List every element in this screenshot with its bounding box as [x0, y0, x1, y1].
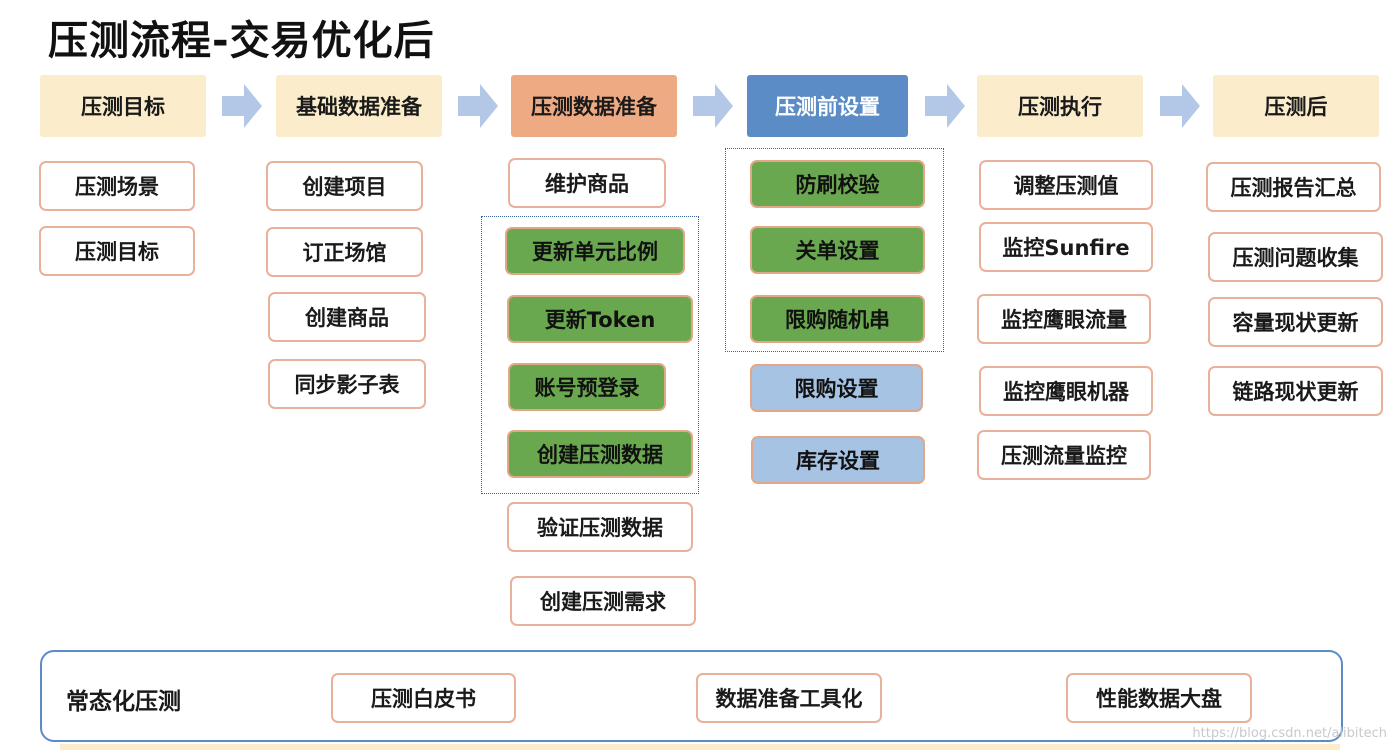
step-box: 监控鹰眼流量 — [977, 294, 1151, 344]
stage-header-after: 压测后 — [1213, 75, 1379, 137]
step-box: 压测流量监控 — [977, 430, 1151, 480]
routine-item-box: 压测白皮书 — [331, 673, 516, 723]
routine-item-box: 性能数据大盘 — [1066, 673, 1252, 723]
routine-item-box: 数据准备工具化 — [696, 673, 882, 723]
step-box: 链路现状更新 — [1208, 366, 1383, 416]
step-box: 压测目标 — [39, 226, 195, 276]
step-box: 监控Sunfire — [979, 222, 1153, 272]
routine-testing-frame — [40, 650, 1343, 742]
step-box: 验证压测数据 — [507, 502, 693, 552]
flow-arrow-icon — [458, 84, 498, 128]
flow-arrow-icon — [693, 84, 733, 128]
routine-testing-label: 常态化压测 — [66, 689, 181, 715]
group-frame-pre-settings — [725, 148, 944, 352]
step-box: 监控鹰眼机器 — [979, 366, 1153, 416]
flow-arrow-icon — [925, 84, 965, 128]
footer-strip — [60, 744, 1340, 750]
step-box-highlight: 关单设置 — [750, 226, 925, 274]
step-box: 创建商品 — [268, 292, 426, 342]
stage-header-test-data: 压测数据准备 — [511, 75, 677, 137]
flow-arrow-icon — [1160, 84, 1200, 128]
step-box-highlight: 创建压测数据 — [507, 430, 693, 478]
group-frame-test-data — [481, 216, 699, 494]
step-box-setting: 库存设置 — [751, 436, 925, 484]
step-box-highlight: 防刷校验 — [750, 160, 925, 208]
stage-header-execution: 压测执行 — [977, 75, 1143, 137]
stage-header-base-data: 基础数据准备 — [276, 75, 442, 137]
stage-header-target: 压测目标 — [40, 75, 206, 137]
stage-header-pre-settings: 压测前设置 — [747, 75, 908, 137]
flow-arrow-icon — [222, 84, 262, 128]
step-box-highlight: 限购随机串 — [750, 295, 925, 343]
step-box: 调整压测值 — [979, 160, 1153, 210]
step-box: 创建项目 — [266, 161, 423, 211]
step-box: 创建压测需求 — [510, 576, 696, 626]
step-box-highlight: 更新Token — [507, 295, 693, 343]
step-box: 同步影子表 — [268, 359, 426, 409]
step-box-highlight: 更新单元比例 — [505, 227, 685, 275]
step-box: 压测报告汇总 — [1206, 162, 1381, 212]
step-box: 压测场景 — [39, 161, 195, 211]
page-title: 压测流程-交易优化后 — [48, 18, 435, 64]
step-box: 压测问题收集 — [1208, 232, 1383, 282]
step-box-highlight: 账号预登录 — [508, 363, 666, 411]
step-box: 订正场馆 — [266, 227, 423, 277]
step-box-setting: 限购设置 — [750, 364, 923, 412]
watermark: https://blog.csdn.net/alibitech — [1192, 726, 1387, 741]
step-box: 维护商品 — [508, 158, 666, 208]
step-box: 容量现状更新 — [1208, 297, 1383, 347]
